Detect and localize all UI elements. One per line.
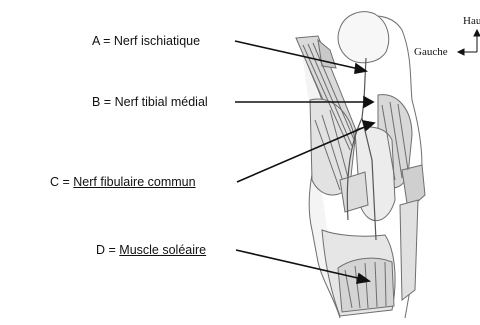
orientation-indicator	[458, 30, 480, 55]
left-arrow	[458, 49, 464, 55]
orientation-left-label: Gauche	[414, 46, 448, 58]
label-b: B = Nerf tibial médial	[92, 95, 208, 109]
label-d-name: Muscle soléaire	[119, 243, 206, 257]
label-a: A = Nerf ischiatique	[92, 34, 200, 48]
femur-head	[338, 12, 389, 63]
sciatic-nerve	[362, 58, 366, 118]
label-d-prefix: D =	[96, 243, 119, 257]
label-d: D = Muscle soléaire	[96, 243, 206, 257]
label-b-prefix: B =	[92, 95, 115, 109]
leader-arrow-a	[355, 64, 366, 73]
label-c-name: Nerf fibulaire commun	[73, 175, 195, 189]
up-arrow	[474, 30, 480, 36]
leader-arrow-b	[364, 97, 373, 107]
label-c-prefix: C =	[50, 175, 73, 189]
label-a-prefix: A =	[92, 34, 114, 48]
right-tendon-lower	[400, 200, 418, 300]
label-b-name: Nerf tibial médial	[115, 95, 208, 109]
label-c: C = Nerf fibulaire commun	[50, 175, 196, 189]
orientation-up-label: Haut	[463, 15, 480, 27]
label-a-name: Nerf ischiatique	[114, 34, 200, 48]
